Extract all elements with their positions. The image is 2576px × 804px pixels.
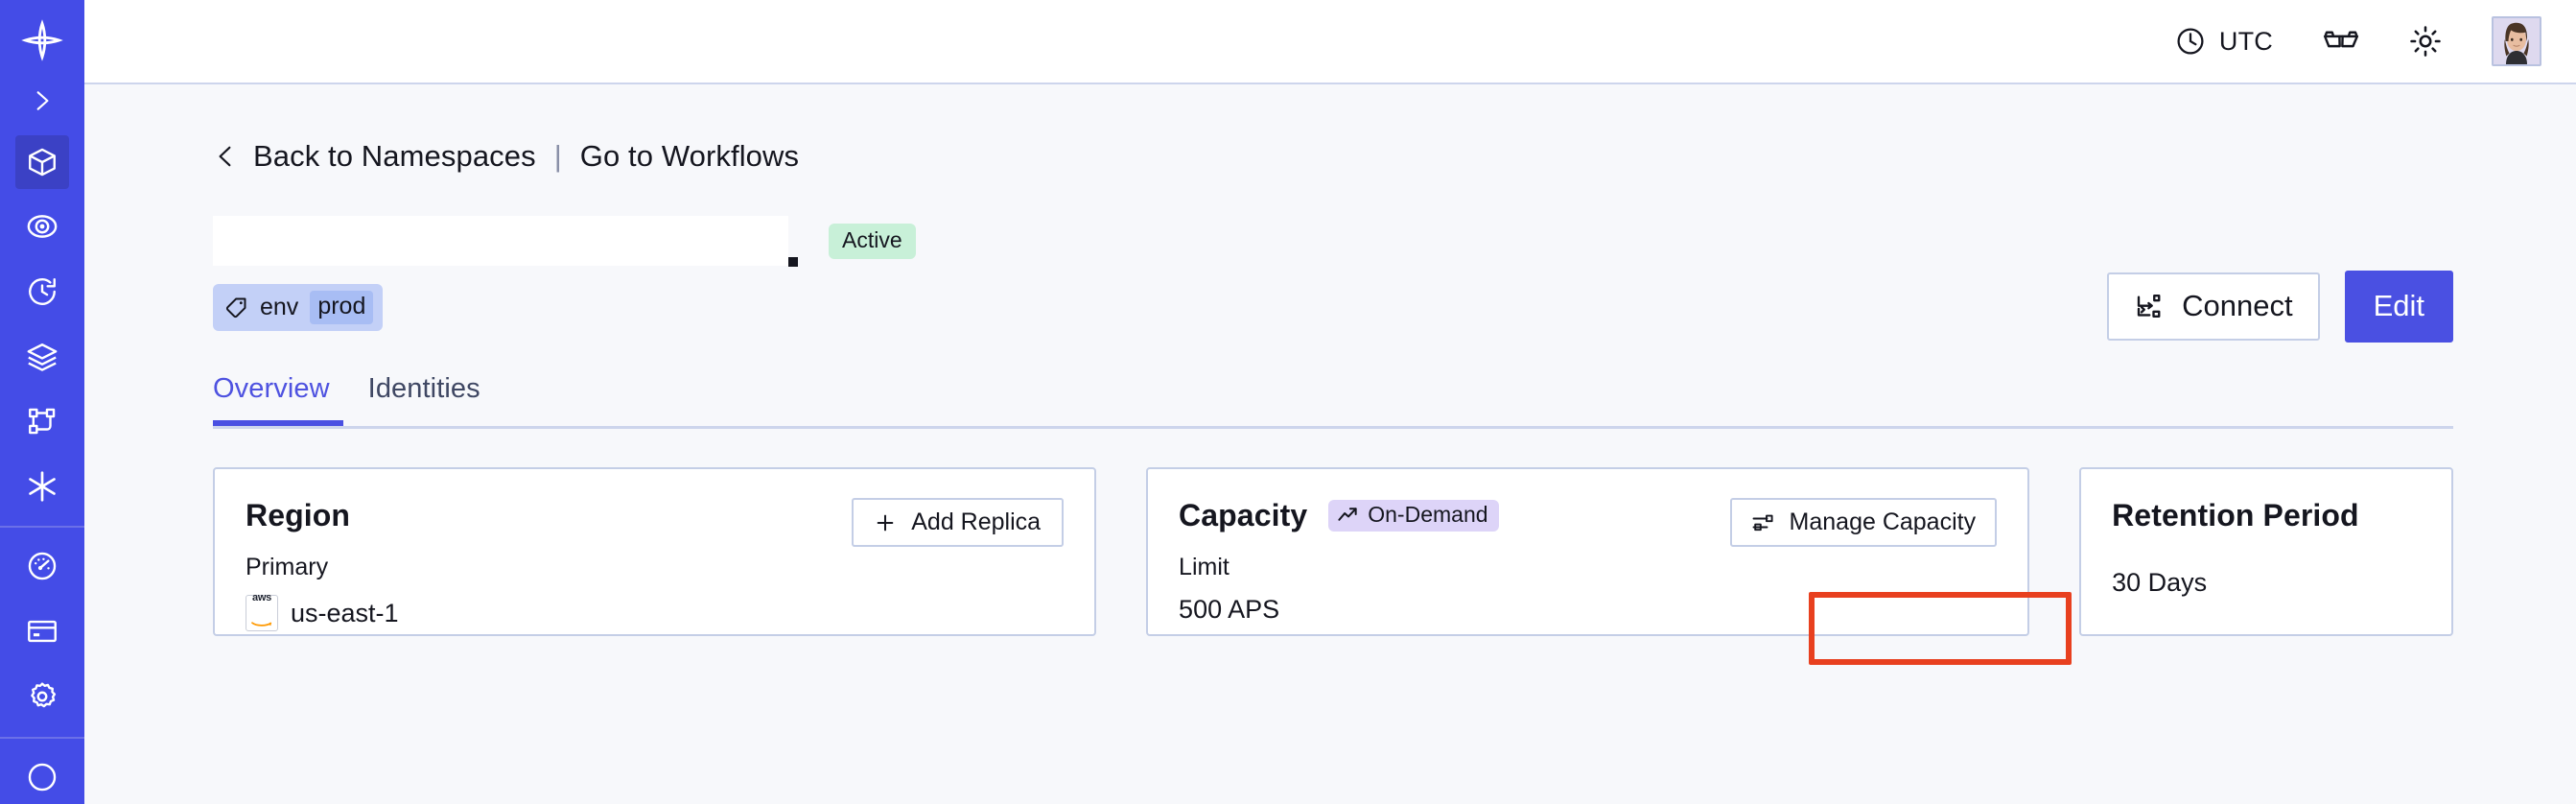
temporal-logo-icon[interactable] [15,13,69,67]
timezone-selector[interactable]: UTC [2175,26,2273,57]
breadcrumb-back-link[interactable]: Back to Namespaces [253,139,536,173]
add-replica-button[interactable]: Add Replica [852,498,1065,547]
connect-button[interactable]: Connect [2107,272,2320,341]
layers-icon [26,341,59,373]
top-bar: UTC [84,0,2576,84]
tab-active-underline [213,420,343,426]
eye-spiral-icon [26,210,59,243]
trend-up-icon [1337,504,1359,526]
on-demand-badge: On-Demand [1328,500,1499,532]
region-sublabel: Primary [246,554,329,580]
aws-logo: aws [246,592,278,631]
on-demand-label: On-Demand [1368,502,1488,527]
main-region: UTC [84,0,2576,804]
tab-bar: Overview Identities [213,373,2453,426]
namespace-tag[interactable]: env prod [213,284,384,331]
page-title [213,216,788,266]
retention-card-header: Retention Period [2112,498,2421,533]
sidebar-item-help[interactable] [15,750,69,804]
retention-card-title: Retention Period [2112,498,2359,532]
title-trailing-dot [788,257,798,267]
header-actions: Connect Edit [2107,271,2453,343]
page-content: Back to Namespaces | Go to Workflows Act… [84,84,2576,804]
manage-capacity-label: Manage Capacity [1789,508,1977,535]
avatar[interactable] [2492,16,2541,66]
sun-icon[interactable] [2409,25,2442,58]
glasses-icon[interactable] [2323,28,2359,55]
connect-icon [2134,292,2163,320]
retention-value: 30 Days [2112,568,2208,597]
branch-nodes-icon [26,405,59,437]
tag-value: prod [310,291,374,324]
sidebar-item-layers[interactable] [15,330,69,384]
edit-button[interactable]: Edit [2344,271,2453,343]
sidebar-item-billing[interactable] [15,604,69,658]
asterisk-icon [25,469,59,504]
breadcrumb-workflows-link[interactable]: Go to Workflows [579,139,800,173]
help-circle-icon [26,761,59,793]
breadcrumb-separator: | [553,139,562,173]
plus-icon [875,512,896,533]
sidebar-item-integrations[interactable] [15,460,69,513]
sliders-icon [1751,511,1774,534]
sidebar-item-history[interactable] [15,265,69,319]
capacity-sublabel: Limit [1179,554,1229,580]
region-value-row: aws us-east-1 [246,592,1064,631]
connect-label: Connect [2182,289,2293,322]
sidebar-item-observability[interactable] [15,201,69,254]
namespace-title-row: Active [213,215,2453,267]
manage-capacity-button[interactable]: Manage Capacity [1729,498,1998,547]
tabs-divider [213,426,2453,429]
tag-key: env [260,294,299,320]
sidebar-item-workflows[interactable] [15,394,69,448]
add-replica-label: Add Replica [911,508,1042,535]
breadcrumb[interactable]: Back to Namespaces | Go to Workflows [213,139,799,174]
credit-card-icon [26,615,59,648]
tag-icon [224,296,248,319]
sidebar-divider-bottom [0,737,84,740]
region-card: Region Add Replica Primary aws [213,467,1097,636]
gear-icon [26,680,59,713]
cube-icon [26,146,59,178]
retention-card: Retention Period 30 Days [2079,467,2453,636]
capacity-card-header: Capacity On-Demand [1179,498,1997,533]
clock-icon [2175,26,2206,57]
tag-row: env prod [213,284,2453,331]
overview-cards: Region Add Replica Primary aws [213,467,2453,636]
timezone-label: UTC [2218,26,2273,56]
sidebar-item-settings[interactable] [15,670,69,723]
capacity-value: 500 APS [1179,595,1280,624]
sidebar-divider [0,526,84,529]
history-clock-icon [26,275,59,308]
tab-identities[interactable]: Identities [367,373,480,404]
region-value: us-east-1 [291,598,399,627]
chevron-left-icon[interactable] [213,140,238,173]
edit-label: Edit [2373,289,2424,322]
capacity-card-title: Capacity [1179,498,1308,532]
region-card-title: Region [246,498,351,532]
sidebar-item-usage[interactable] [15,539,69,593]
left-sidebar [0,0,84,804]
capacity-card: Capacity On-Demand [1146,467,2030,636]
sidebar-item-namespaces[interactable] [15,135,69,189]
gauge-icon [26,550,59,582]
status-badge: Active [829,223,916,259]
chevron-right-icon[interactable] [15,79,69,125]
region-card-header: Region [246,498,1064,533]
tab-overview[interactable]: Overview [213,373,330,404]
sidebar-group-secondary [15,528,69,723]
